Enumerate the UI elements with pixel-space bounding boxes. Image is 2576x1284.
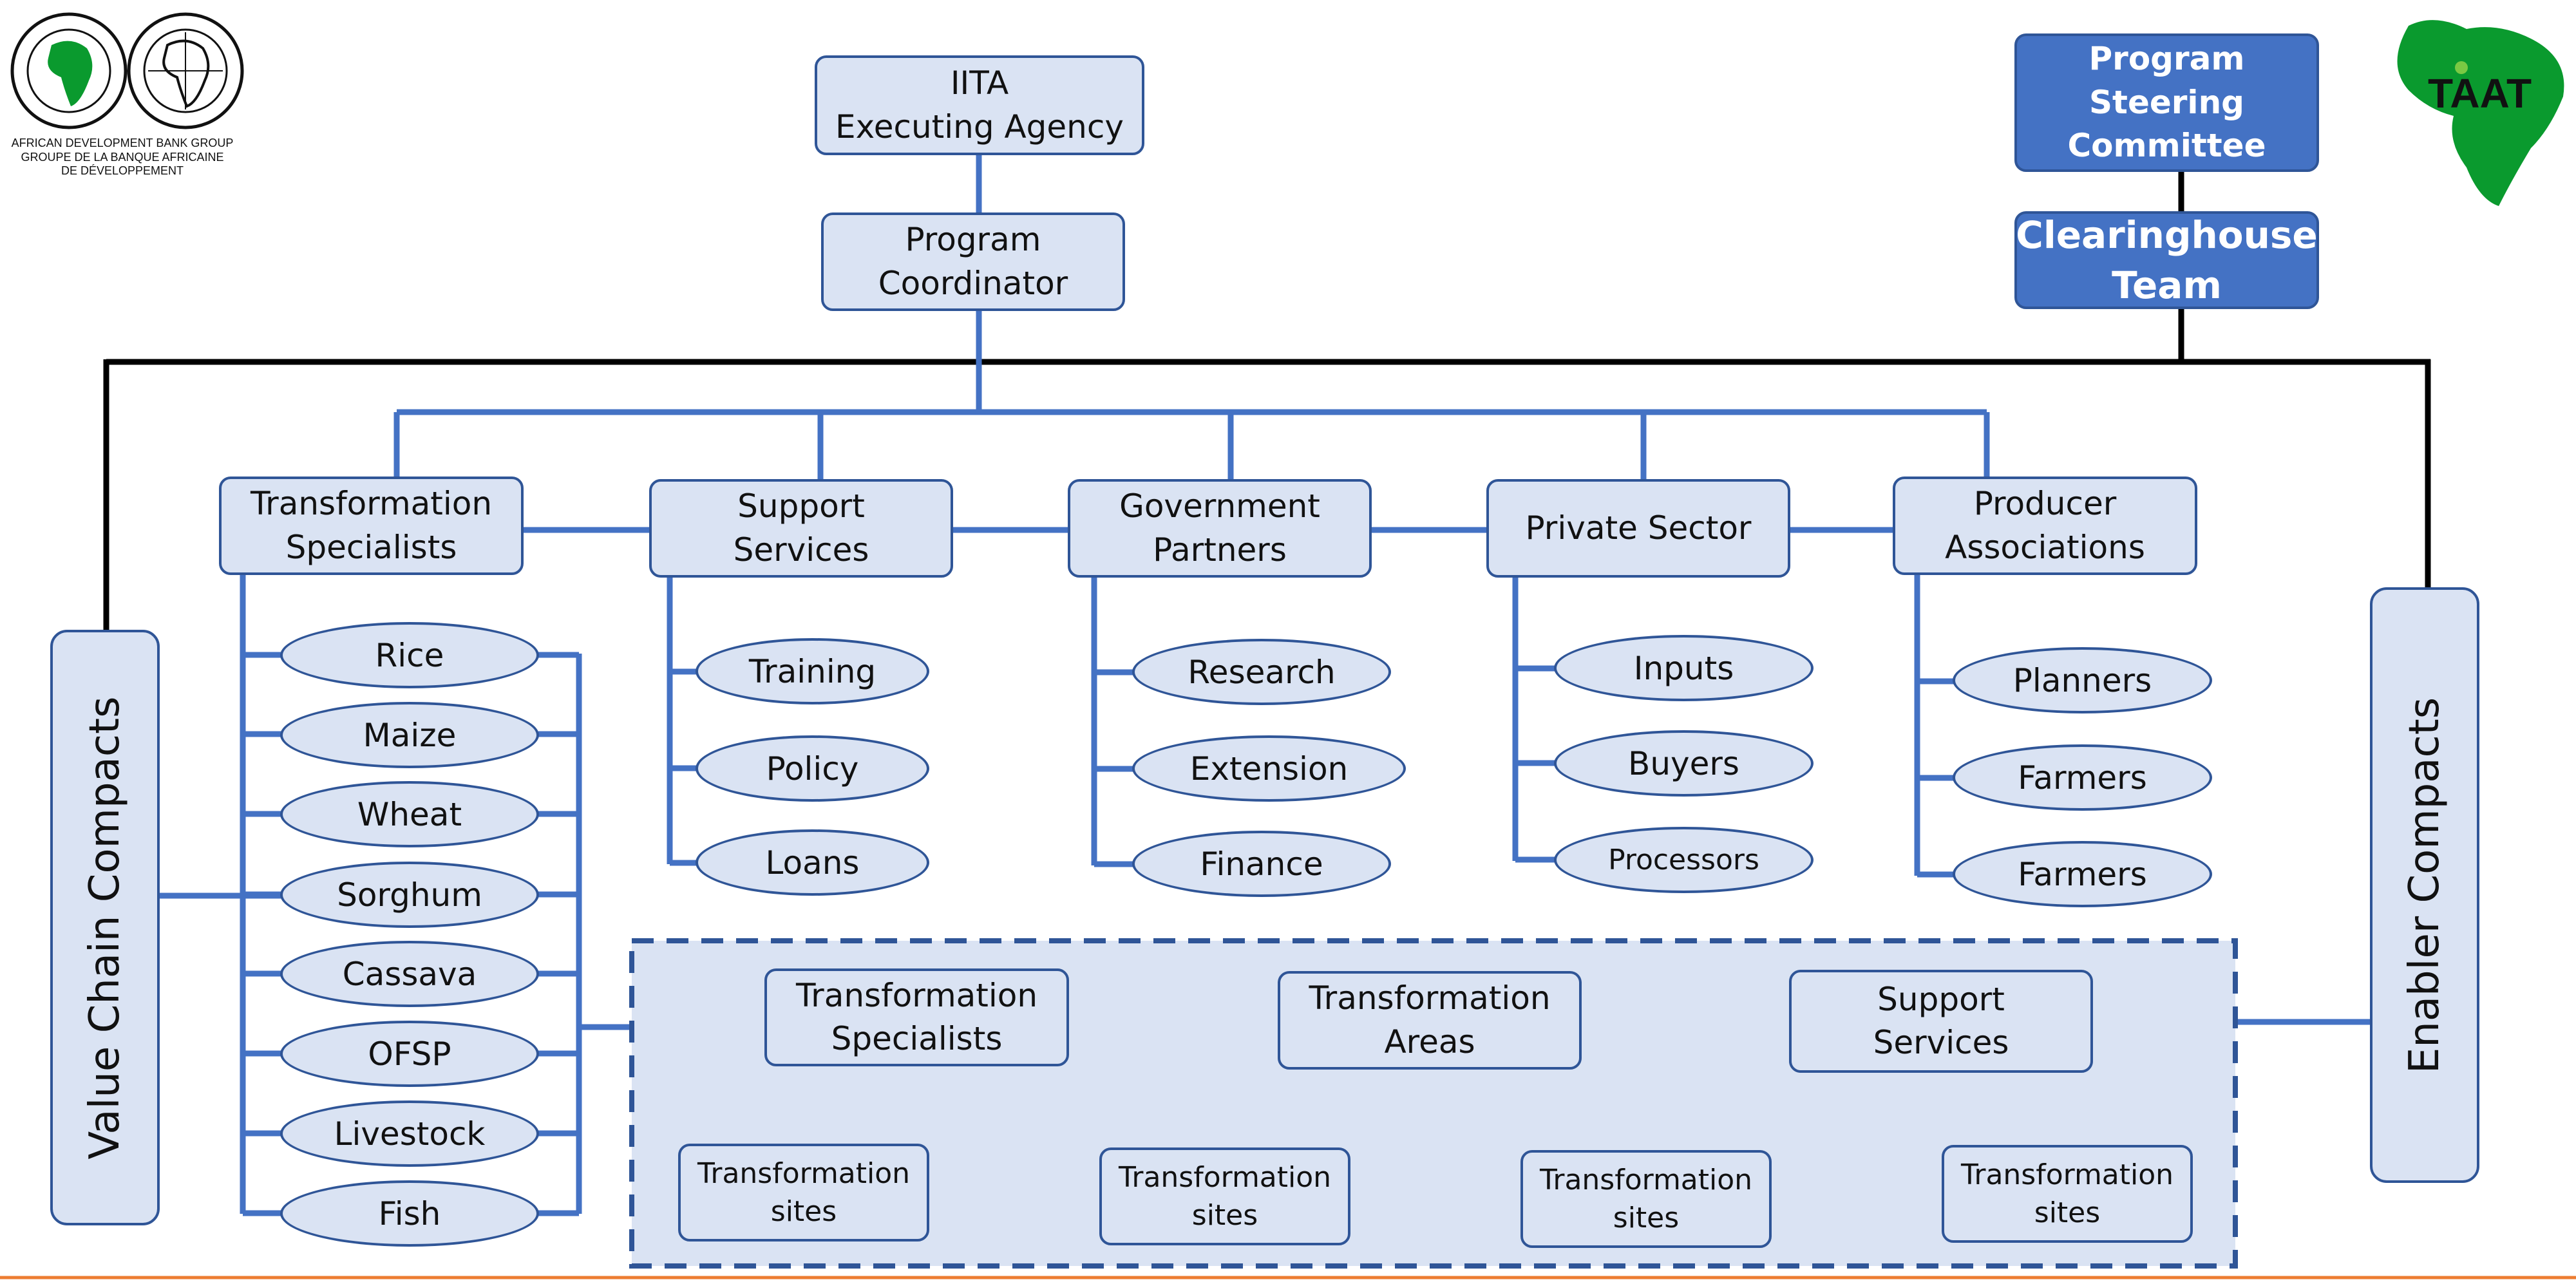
program-steering-committee-box[interactable]: Program Steering Committee — [2014, 33, 2319, 172]
bottom-support-services-box[interactable]: Support Services — [1789, 970, 2093, 1073]
transformation-site-2[interactable]: Transformation sites — [1099, 1147, 1350, 1245]
commodity-cassava[interactable]: Cassava — [280, 941, 539, 1007]
black-connectors — [103, 171, 2431, 630]
bottom-transformation-specialists-box[interactable]: Transformation Specialists — [764, 968, 1069, 1066]
commodity-fish[interactable]: Fish — [280, 1180, 539, 1247]
transformation-site-1[interactable]: Transformation sites — [678, 1144, 929, 1242]
commodity-wheat[interactable]: Wheat — [280, 781, 539, 847]
iita-executing-agency-box[interactable]: IITA Executing Agency — [815, 55, 1144, 155]
afdb-logo — [10, 12, 244, 129]
afdb-name: AFRICAN DEVELOPMENT BANK GROUP GROUPE DE… — [6, 137, 238, 178]
transformation-site-4[interactable]: Transformation sites — [1942, 1145, 2193, 1243]
government-item-extension[interactable]: Extension — [1132, 735, 1406, 802]
afdb-line3: DE DÉVELOPPEMENT — [61, 164, 184, 178]
value-chain-compacts-label: Value Chain Compacts — [81, 696, 129, 1159]
private-item-buyers[interactable]: Buyers — [1554, 730, 1814, 797]
transformation-areas-box[interactable]: Transformation Areas — [1278, 971, 1582, 1070]
commodity-sorghum[interactable]: Sorghum — [280, 862, 539, 928]
commodity-maize[interactable]: Maize — [280, 702, 539, 768]
government-item-research[interactable]: Research — [1132, 639, 1391, 705]
clearinghouse-team-box[interactable]: Clearinghouse Team — [2014, 211, 2319, 309]
enabler-compacts-label: Enabler Compacts — [2401, 697, 2448, 1073]
taat-logo-text: TAAT — [2428, 70, 2532, 117]
value-chain-compacts-box[interactable]: Value Chain Compacts — [50, 630, 160, 1225]
afdb-line1: AFRICAN DEVELOPMENT BANK GROUP — [11, 137, 234, 149]
commodity-rice[interactable]: Rice — [280, 622, 539, 688]
taat-logo — [2397, 20, 2564, 206]
producer-item-farmers[interactable]: Farmers — [1953, 744, 2212, 811]
producer-item-planners[interactable]: Planners — [1953, 647, 2212, 713]
transformation-site-3[interactable]: Transformation sites — [1520, 1150, 1772, 1248]
commodity-ofsp[interactable]: OFSP — [280, 1021, 539, 1087]
government-item-finance[interactable]: Finance — [1132, 831, 1391, 897]
support-item-policy[interactable]: Policy — [696, 735, 929, 802]
support-item-training[interactable]: Training — [696, 638, 929, 704]
support-item-loans[interactable]: Loans — [696, 829, 929, 896]
private-item-processors[interactable]: Processors — [1554, 827, 1814, 893]
program-coordinator-box[interactable]: Program Coordinator — [821, 212, 1125, 311]
enabler-compacts-box[interactable]: Enabler Compacts — [2370, 587, 2479, 1183]
producer-item-farmers-2[interactable]: Farmers — [1953, 841, 2212, 907]
government-partners-box[interactable]: Government Partners — [1068, 479, 1372, 578]
private-sector-box[interactable]: Private Sector — [1486, 479, 1790, 578]
commodity-livestock[interactable]: Livestock — [280, 1100, 539, 1167]
transformation-specialists-box[interactable]: Transformation Specialists — [219, 477, 524, 575]
producer-associations-box[interactable]: Producer Associations — [1893, 477, 2197, 575]
afdb-line2: GROUPE DE LA BANQUE AFRICAINE — [21, 150, 224, 164]
support-services-box[interactable]: Support Services — [649, 479, 953, 578]
private-item-inputs[interactable]: Inputs — [1554, 635, 1814, 701]
